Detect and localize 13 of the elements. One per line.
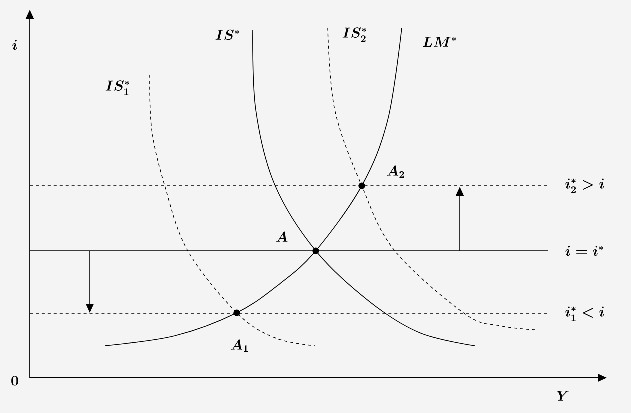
axis-label: $Y$ [556, 391, 569, 401]
line-label: $i = i^{*}$ [566, 246, 604, 256]
point-label: $A$ [276, 232, 288, 242]
line-label: $i_{1}^{*} < i$ [566, 306, 604, 322]
curve-label: $IS^{*}$ [216, 30, 240, 40]
point-label: $A_{2}$ [387, 166, 404, 178]
axis-label: $i$ [12, 40, 18, 50]
curve-label: $LM^{*}$ [423, 37, 456, 47]
origin-label: $0$ [12, 376, 18, 386]
point-label: $A_{1}$ [231, 340, 248, 352]
curve-label: $IS_{1}^{*}$ [106, 80, 130, 96]
line-label: $i_{2}^{*} > i$ [566, 178, 604, 194]
curve-label: $IS_{2}^{*}$ [342, 28, 366, 42]
